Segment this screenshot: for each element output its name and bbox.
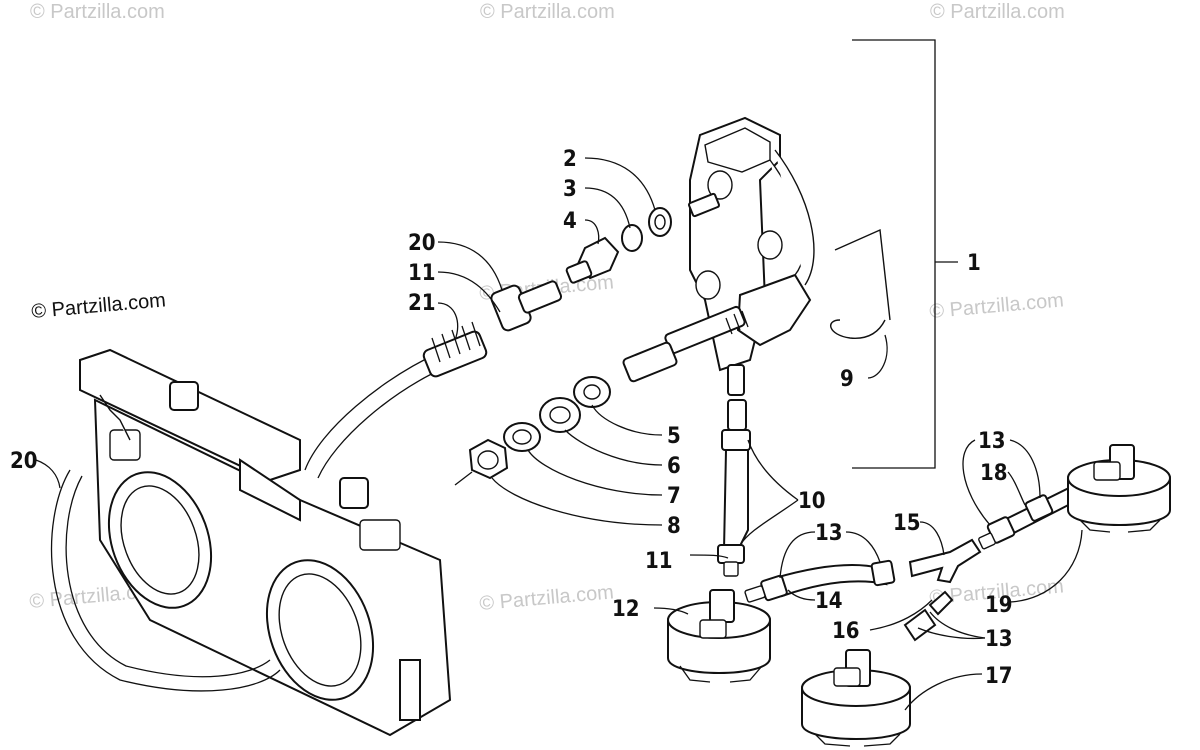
callout-1: 1 <box>967 251 981 276</box>
callout-12: 12 <box>612 597 640 622</box>
watermark-top-right: © Partzilla.com <box>930 1 1065 23</box>
washer-7 <box>503 422 541 452</box>
watermark-low-center: © Partzilla.com <box>479 581 615 615</box>
fuel-pump-pod-19 <box>1067 444 1171 533</box>
leader-lines <box>35 157 1083 711</box>
callout-11-lower: 11 <box>645 549 673 574</box>
clip-9 <box>830 228 891 339</box>
hose-10 <box>717 399 751 577</box>
watermark-mid-right: © Partzilla.com <box>929 289 1065 323</box>
callout-10: 10 <box>798 489 826 514</box>
cable-spring <box>422 321 488 378</box>
callout-21: 21 <box>408 291 436 316</box>
tee-fitting-15 <box>908 538 982 584</box>
fuel-pump-pod-12 <box>667 589 771 683</box>
hose-14 <box>744 559 896 603</box>
watermark-mid-left: © Partzilla.com <box>31 289 167 323</box>
watermark-top-left: © Partzilla.com <box>30 1 165 23</box>
callout-13-top: 13 <box>978 429 1006 454</box>
fuel-pump-pod-17 <box>801 649 911 747</box>
washer-6 <box>539 397 581 433</box>
callout-7: 7 <box>667 484 681 509</box>
callout-20-left: 20 <box>10 449 38 474</box>
hose-16 <box>903 590 954 642</box>
washer-3 <box>621 224 643 252</box>
callout-9: 9 <box>840 367 854 392</box>
callout-17: 17 <box>985 664 1013 689</box>
hose-18 <box>978 483 1084 550</box>
callout-15: 15 <box>893 511 921 536</box>
washer-5 <box>573 376 611 408</box>
washer-2 <box>648 207 672 237</box>
callout-5: 5 <box>667 424 681 449</box>
nozzle <box>622 305 749 383</box>
nut-8 <box>454 438 509 486</box>
vent-hose-left <box>50 351 449 692</box>
callout-2: 2 <box>563 147 577 172</box>
nut-4 <box>565 236 620 284</box>
callout-6: 6 <box>667 454 681 479</box>
watermark-top-center: © Partzilla.com <box>480 1 615 23</box>
assembly-bracket <box>852 39 958 469</box>
callout-13-bottom: 13 <box>985 627 1013 652</box>
fuel-regulator-body <box>688 116 815 396</box>
callout-18: 18 <box>980 461 1008 486</box>
callout-20-upper: 20 <box>408 231 436 256</box>
callout-4: 4 <box>563 209 577 234</box>
throttle-body-assembly <box>79 348 452 737</box>
callout-14: 14 <box>815 589 843 614</box>
callout-16: 16 <box>832 619 860 644</box>
callout-13-center: 13 <box>815 521 843 546</box>
callout-3: 3 <box>563 177 577 202</box>
fitting-clamp-20 <box>490 280 563 332</box>
callout-11-upper: 11 <box>408 261 436 286</box>
callout-8: 8 <box>667 514 681 539</box>
callout-19: 19 <box>985 593 1013 618</box>
